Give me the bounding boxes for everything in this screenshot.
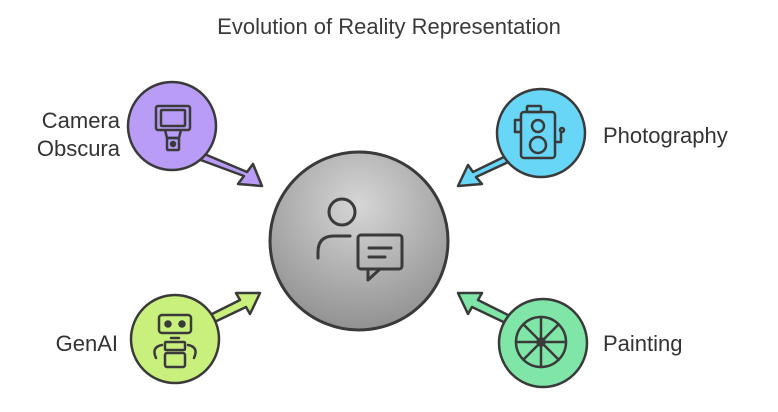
label-camera-obscura-line1: Camera — [41, 108, 120, 133]
label-camera-obscura-line2: Obscura — [36, 136, 120, 161]
person-speech-icon — [316, 197, 404, 282]
diagram-title: Evolution of Reality Representation — [217, 14, 561, 39]
vintage-camera-icon — [513, 104, 566, 160]
label-photography: Photography — [603, 123, 728, 148]
node-painting — [497, 297, 589, 389]
wheel-icon — [514, 315, 568, 369]
node-genai — [129, 293, 221, 385]
label-camera-obscura: Camera Obscura — [14, 107, 120, 163]
arrow-camera-obscura — [196, 151, 264, 188]
node-photography — [495, 87, 587, 179]
robot-icon — [153, 313, 197, 369]
label-genai: GenAI — [55, 331, 118, 356]
flash-lamp-icon — [154, 104, 192, 152]
center-node — [268, 150, 450, 332]
label-painting: Painting — [603, 331, 683, 356]
node-camera-obscura — [126, 80, 218, 172]
